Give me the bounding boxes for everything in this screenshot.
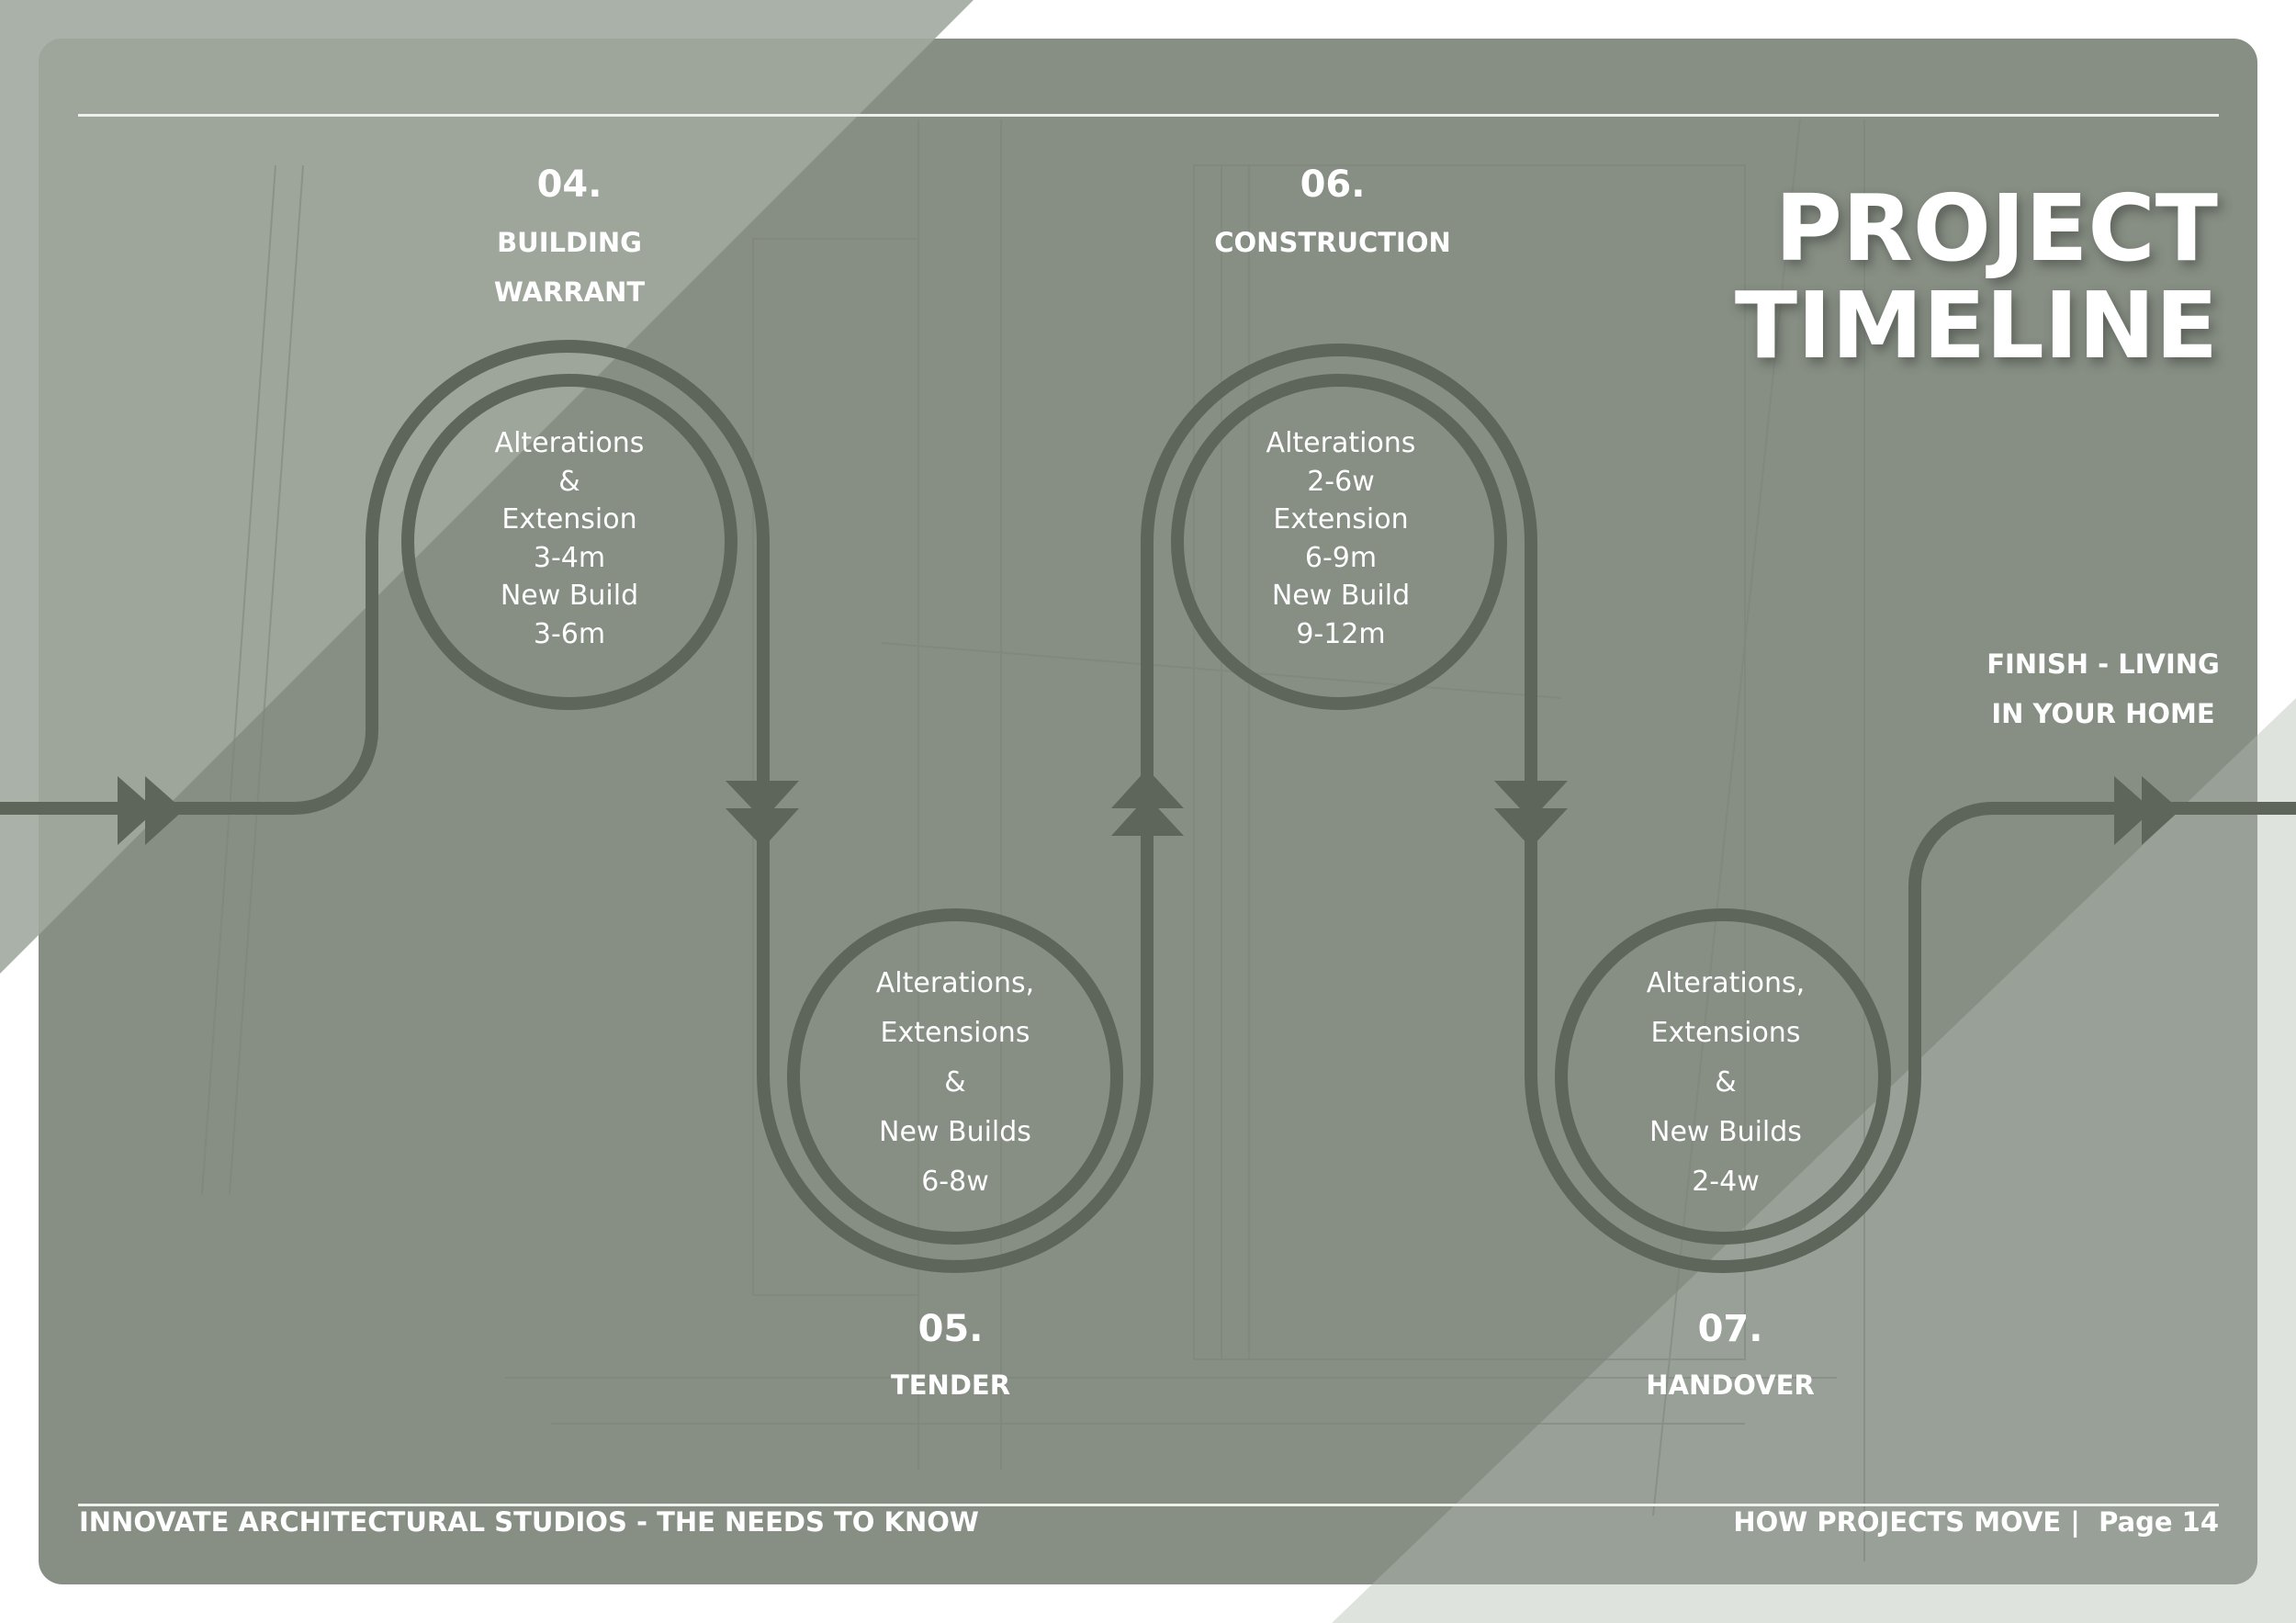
arrow-down-icon <box>1494 781 1568 820</box>
duration-line: Alterations, <box>875 967 1035 999</box>
arrow-right-icon <box>145 776 184 845</box>
duration-line: Alterations <box>494 427 645 459</box>
duration-line: New Builds <box>1649 1116 1802 1148</box>
footer-left-text: INNOVATE ARCHITECTURAL STUDIOS - THE NEE… <box>79 1506 979 1538</box>
duration-line: 9-12m <box>1296 617 1386 650</box>
stage-07-durations: Alterations, Extensions & New Builds 2-4… <box>1588 959 1863 1207</box>
stage-05-number: 05. <box>917 1308 984 1350</box>
stage-04-name-line-1: BUILDING <box>497 227 642 258</box>
arrow-up-icon <box>1111 796 1184 836</box>
finish-line-2: IN YOUR HOME <box>1991 698 2215 729</box>
arrow-down-icon <box>726 808 799 848</box>
stage-06-durations: Alterations 2-6w Extension 6-9m New Buil… <box>1203 424 1479 653</box>
duration-line: 3-4m <box>533 541 606 574</box>
arrow-up-icon <box>1111 769 1184 808</box>
duration-line: Alterations <box>1266 427 1416 459</box>
duration-line: Extensions <box>1650 1017 1801 1049</box>
bottom-rule <box>78 1504 2219 1506</box>
duration-line: Extension <box>1273 503 1409 535</box>
duration-line: 3-6m <box>533 617 606 650</box>
duration-line: & <box>944 1066 966 1099</box>
duration-line: Extension <box>501 503 637 535</box>
stage-05-name: TENDER <box>890 1369 1011 1401</box>
stage-06-name: CONSTRUCTION <box>1214 227 1451 258</box>
stage-06-ring <box>1171 374 1507 710</box>
stage-04-number: 04. <box>536 163 602 206</box>
duration-line: Alterations, <box>1646 967 1806 999</box>
duration-line: 2-6w <box>1307 465 1375 498</box>
arrow-right-icon <box>2114 776 2153 845</box>
title-line-2: TIMELINE <box>1734 272 2218 379</box>
stage-04-name: BUILDING WARRANT <box>432 218 707 317</box>
stage-04-durations: Alterations & Extension 3-4m New Build 3… <box>432 424 707 653</box>
page-title: PROJECT TIMELINE <box>1735 180 2218 375</box>
panel-diagonal-shading <box>39 39 2257 1584</box>
stage-06-number: 06. <box>1300 163 1366 206</box>
duration-line: New Build <box>500 580 639 612</box>
stage-05-ring <box>787 908 1123 1245</box>
duration-line: Extensions <box>880 1017 1030 1049</box>
arrow-down-icon <box>1494 808 1568 848</box>
duration-line: & <box>1715 1066 1737 1099</box>
footer-right-text: HOW PROJECTS MOVE | Page 14 <box>1733 1506 2219 1538</box>
stage-04-ring <box>401 374 737 710</box>
arrow-right-icon <box>2142 776 2180 845</box>
duration-line: New Builds <box>879 1116 1031 1148</box>
finish-label: FINISH - LIVING IN YOUR HOME <box>1965 639 2241 738</box>
arrow-down-icon <box>726 781 799 820</box>
duration-line: & <box>558 465 580 498</box>
duration-line: New Build <box>1271 580 1411 612</box>
stage-07-number: 07. <box>1697 1308 1763 1350</box>
duration-line: 2-4w <box>1692 1166 1760 1198</box>
stage-05-durations: Alterations, Extensions & New Builds 6-8… <box>817 959 1093 1207</box>
timeline-path <box>0 340 2296 1273</box>
arrow-right-icon <box>118 776 156 845</box>
stage-07-name: HANDOVER <box>1646 1369 1815 1401</box>
stage-07-ring <box>1555 908 1891 1245</box>
stage-04-name-line-2: WARRANT <box>493 276 646 308</box>
duration-line: 6-8w <box>921 1166 989 1198</box>
title-line-1: PROJECT <box>1774 175 2218 282</box>
finish-line-1: FINISH - LIVING <box>1986 648 2220 680</box>
top-rule <box>78 114 2219 117</box>
duration-line: 6-9m <box>1304 541 1378 574</box>
